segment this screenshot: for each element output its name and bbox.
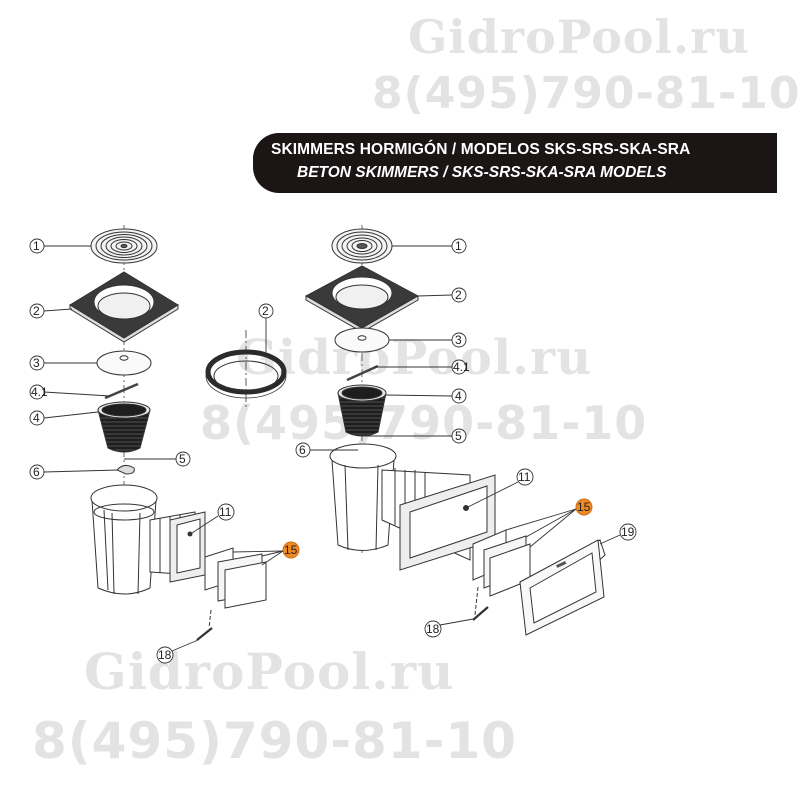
callout-4-1: 4.1 xyxy=(374,359,470,375)
callout-5: 5 xyxy=(364,428,467,444)
watermark-phone-bottom: 8(495)790-81-10 xyxy=(32,712,517,770)
callout-5: 5 xyxy=(124,451,191,467)
callout-4-1: 4.1 xyxy=(29,384,111,400)
banner-title-spanish: SKIMMERS HORMIGÓN / MODELOS SKS-SRS-SKA-… xyxy=(271,141,691,158)
callout-6: 6 xyxy=(29,464,119,480)
svg-text:3: 3 xyxy=(33,356,40,370)
lid-part xyxy=(331,228,393,264)
basket-handle-part xyxy=(104,382,139,400)
mouth-trim-frame-part xyxy=(519,539,606,636)
svg-text:5: 5 xyxy=(179,452,186,466)
svg-text:6: 6 xyxy=(33,465,40,479)
watermark-site-top: GidroPool.ru xyxy=(408,10,750,64)
svg-text:15: 15 xyxy=(284,543,298,557)
svg-text:3: 3 xyxy=(455,333,462,347)
svg-text:2: 2 xyxy=(33,304,40,318)
svg-text:18: 18 xyxy=(158,648,172,662)
svg-text:4.1: 4.1 xyxy=(31,385,48,399)
axis-pin-part xyxy=(196,627,213,641)
callout-15: 15 xyxy=(505,498,593,548)
watermark-phone-middle: 8(495)790-81-10 xyxy=(200,396,648,450)
watermark-site-middle: GidroPool.ru xyxy=(236,330,593,386)
svg-text:19: 19 xyxy=(621,525,635,539)
callout-18: 18 xyxy=(424,618,474,638)
regulator-disc-part xyxy=(96,350,152,376)
watermark-phone-top: 8(495)790-81-10 xyxy=(372,68,800,119)
axis-pin-part xyxy=(472,606,489,621)
basket-part xyxy=(337,384,387,437)
svg-text:6: 6 xyxy=(299,443,306,457)
callout-1: 1 xyxy=(392,238,467,254)
banner-title-english: BETON SKIMMERS / SKS-SRS-SKA-SRA MODELS xyxy=(297,164,667,181)
svg-text:11: 11 xyxy=(518,470,531,484)
left-skimmer-assembly xyxy=(69,225,267,641)
skimmer-body-part xyxy=(90,484,206,595)
callout-2: 2 xyxy=(417,287,467,303)
float-valve-part xyxy=(116,464,135,475)
callout-15: 15 xyxy=(232,541,300,566)
svg-text:2: 2 xyxy=(262,304,269,318)
square-frame-part xyxy=(69,271,179,343)
square-frame-part xyxy=(304,265,420,333)
callout-4: 4 xyxy=(29,410,99,426)
round-frame-assembly: 2 xyxy=(205,303,287,410)
right-skimmer-assembly xyxy=(304,225,606,636)
svg-text:15: 15 xyxy=(577,500,591,514)
regulator-disc-part xyxy=(334,327,390,353)
svg-text:4.1: 4.1 xyxy=(453,360,470,374)
svg-text:4: 4 xyxy=(33,411,40,425)
callout-round-2: 2 xyxy=(258,303,274,352)
title-banner: SKIMMERS HORMIGÓN / MODELOS SKS-SRS-SKA-… xyxy=(253,133,777,193)
watermark-site-bottom: GidroPool.ru xyxy=(84,642,455,701)
callout-18: 18 xyxy=(156,639,199,664)
callout-3: 3 xyxy=(29,355,97,371)
callout-3: 3 xyxy=(389,332,467,348)
basket-part xyxy=(97,401,151,453)
svg-text:4: 4 xyxy=(455,389,462,403)
skimmer-body-part xyxy=(329,443,496,571)
right-callouts: 1 2 3 4.1 4 5 6 11 15 18 19 xyxy=(295,238,637,638)
callout-19: 19 xyxy=(599,523,637,545)
svg-text:5: 5 xyxy=(455,429,462,443)
svg-text:2: 2 xyxy=(455,288,462,302)
lid-part xyxy=(90,228,158,264)
callout-11: 11 xyxy=(467,468,534,508)
svg-text:1: 1 xyxy=(33,239,40,253)
basket-handle-part xyxy=(346,364,379,382)
callout-4: 4 xyxy=(385,388,467,404)
left-callouts: 1 2 3 4.1 4 5 6 11 15 18 xyxy=(29,238,300,664)
svg-text:1: 1 xyxy=(455,239,462,253)
callout-11: 11 xyxy=(191,503,235,534)
svg-text:18: 18 xyxy=(426,622,440,636)
flap-weir-part xyxy=(204,547,267,609)
callout-1: 1 xyxy=(29,238,91,254)
svg-text:11: 11 xyxy=(219,505,232,519)
callout-2: 2 xyxy=(29,303,73,319)
callout-6: 6 xyxy=(295,442,358,458)
